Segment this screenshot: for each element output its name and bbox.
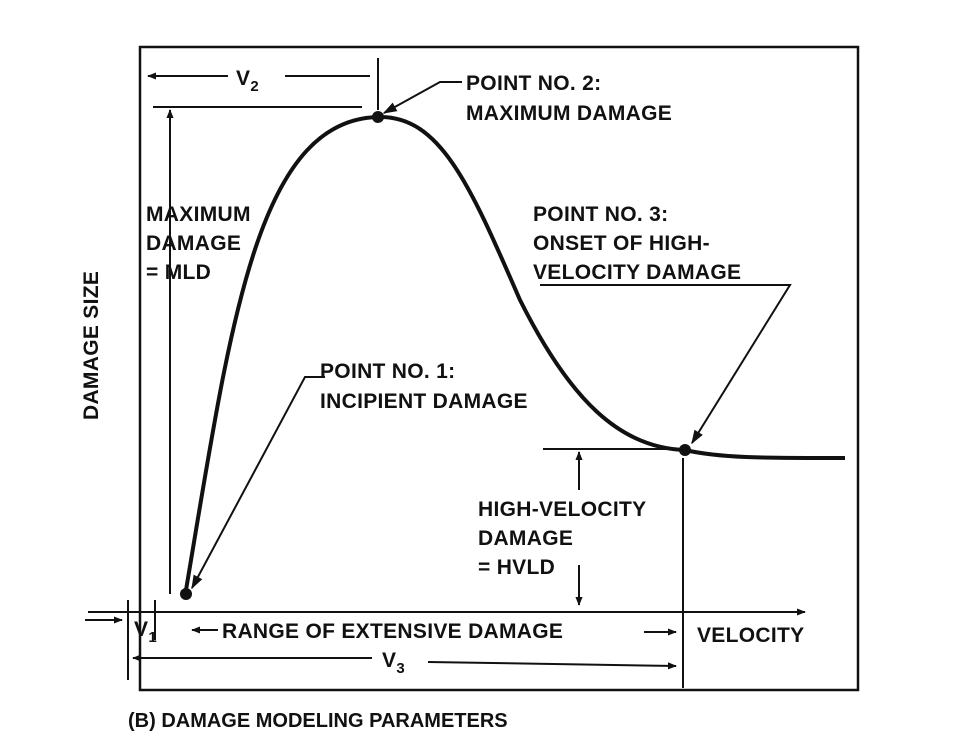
- point-1-dot: [180, 588, 192, 600]
- point-3-leader: [540, 284, 792, 445]
- x-axis-label: VELOCITY: [697, 624, 804, 647]
- point-2-dot: [372, 111, 384, 123]
- y-axis-label: DAMAGE SIZE: [80, 271, 103, 420]
- v3-label: V3: [382, 649, 405, 677]
- v3-dimension-right: [427, 661, 677, 670]
- point-1-desc: INCIPIENT DAMAGE: [320, 390, 528, 413]
- figure-caption: (B) DAMAGE MODELING PARAMETERS: [128, 710, 508, 732]
- point-3-title: POINT NO. 3:: [533, 203, 668, 226]
- point-3-desc-1: ONSET OF HIGH-: [533, 232, 710, 255]
- point-3-dot: [679, 444, 691, 456]
- range-label: RANGE OF EXTENSIVE DAMAGE: [222, 620, 563, 643]
- point-1-title: POINT NO. 1:: [320, 360, 455, 383]
- point-2-desc: MAXIMUM DAMAGE: [466, 102, 672, 125]
- hvld-line-3: = HVLD: [478, 556, 555, 579]
- point-3-desc-2: VELOCITY DAMAGE: [533, 261, 741, 284]
- hvld-line-2: DAMAGE: [478, 527, 573, 550]
- max-damage-line-3: = MLD: [146, 261, 211, 284]
- point-2-leader: [382, 81, 462, 114]
- hvld-line-1: HIGH-VELOCITY: [478, 498, 646, 521]
- v2-label: V2: [236, 67, 259, 95]
- max-damage-line-2: DAMAGE: [146, 232, 241, 255]
- v1-label: V1: [134, 618, 157, 646]
- plot-frame: [138, 45, 860, 692]
- point-2-title: POINT NO. 2:: [466, 72, 601, 95]
- point-1-leader: [191, 376, 325, 590]
- damage-curve: [183, 114, 846, 597]
- max-damage-line-1: MAXIMUM: [146, 203, 251, 226]
